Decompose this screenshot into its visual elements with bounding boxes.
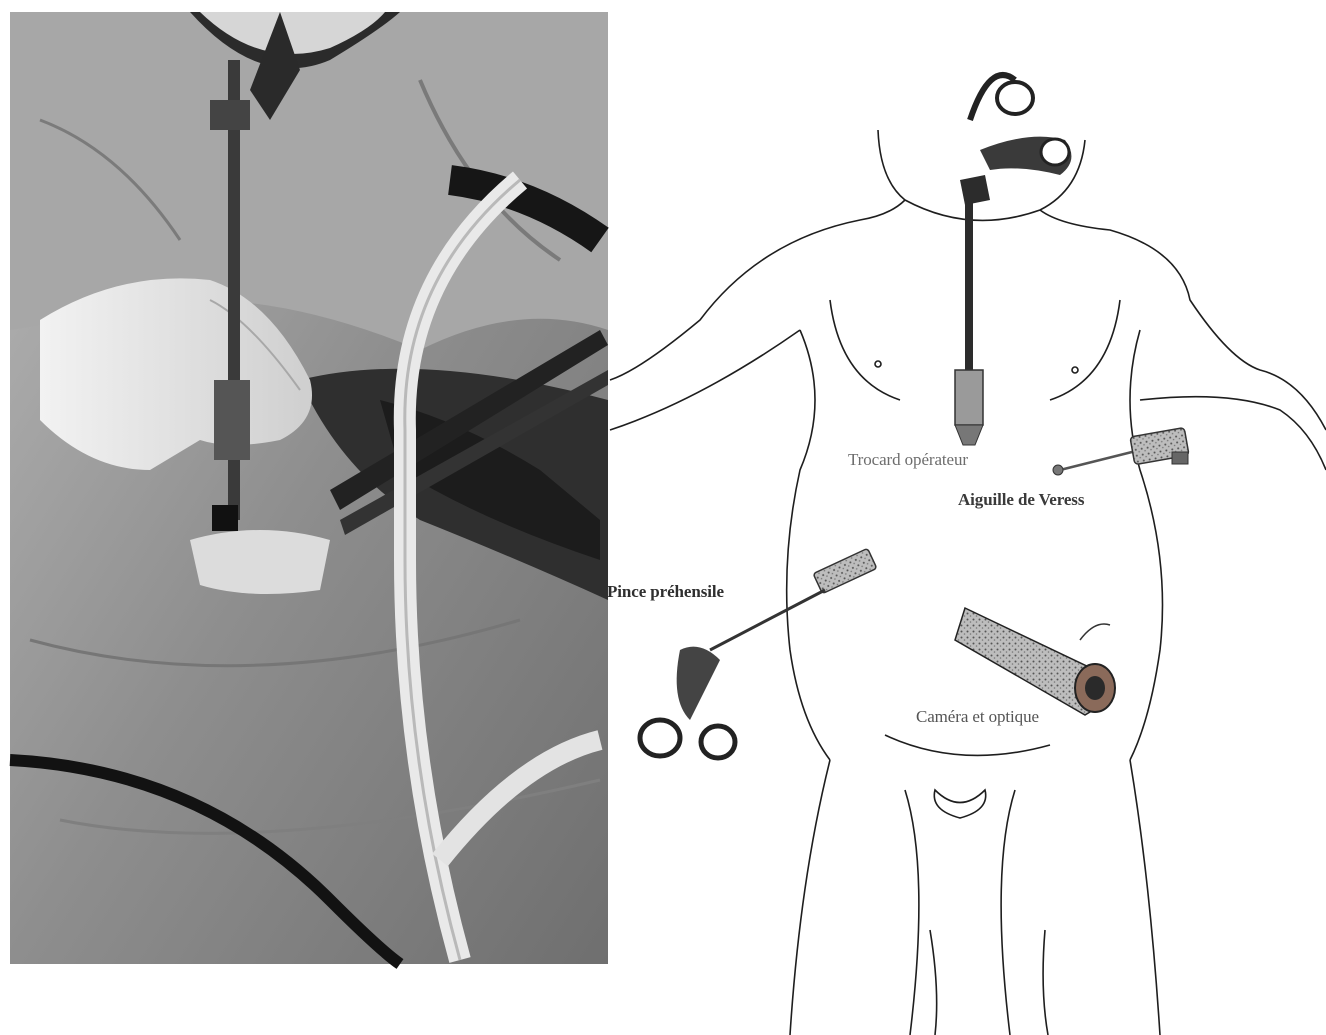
patient-torso-left-outline xyxy=(787,330,830,760)
surgery-photo xyxy=(10,12,608,964)
label-trocar: Trocard opérateur xyxy=(848,450,968,470)
patient-left-arm-outline xyxy=(610,330,800,430)
patient-left-pectoral-outline xyxy=(830,300,900,400)
trocar-instrument xyxy=(955,75,1071,445)
patient-belly-outline xyxy=(885,735,1050,755)
veress-needle xyxy=(1053,428,1189,475)
label-camera-optic: Caméra et optique xyxy=(916,707,1039,727)
patient-right-leg-outer xyxy=(1130,760,1160,1035)
patient-left-leg-inner xyxy=(905,790,919,1035)
grasper-instrument xyxy=(640,548,877,758)
camera-optic-instrument xyxy=(955,608,1115,715)
label-veress-needle: Aiguille de Veress xyxy=(958,490,1084,510)
patient-right-leg-inner xyxy=(1001,790,1015,1035)
patient-left-shoulder-outline xyxy=(610,200,905,380)
patient-left-leg-outer xyxy=(790,760,830,1035)
label-grasper: Pince préhensile xyxy=(607,582,724,602)
patient-torso-right-outline xyxy=(1130,330,1163,760)
patient-right-pectoral-outline xyxy=(1050,300,1120,400)
